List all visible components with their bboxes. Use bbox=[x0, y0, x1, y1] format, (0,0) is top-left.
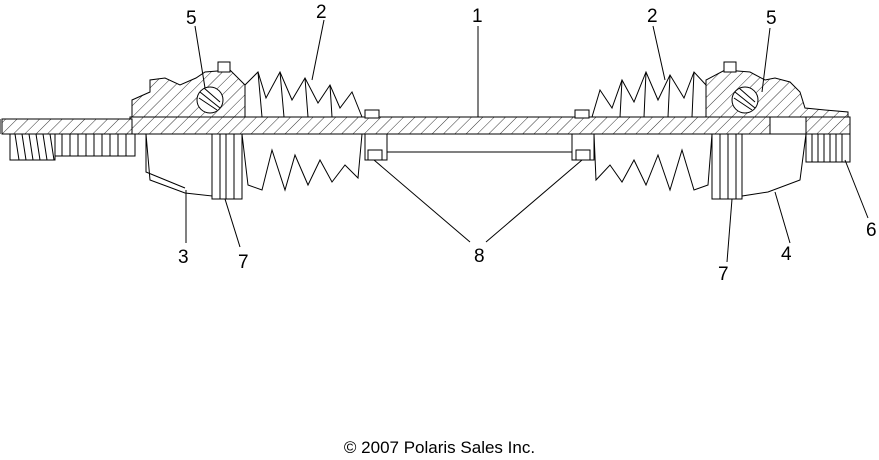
left-ring bbox=[211, 133, 243, 200]
left-boot bbox=[241, 70, 380, 192]
left-damper-weight bbox=[364, 133, 573, 161]
right-damper-weight bbox=[571, 109, 595, 161]
callout-shaft: 1 bbox=[472, 6, 483, 27]
callout-cv-housing-left: 3 bbox=[178, 247, 189, 268]
callout-boot-left: 2 bbox=[316, 2, 327, 23]
left-cv-housing bbox=[131, 61, 246, 197]
right-stub-shaft bbox=[805, 116, 851, 163]
right-cv-housing bbox=[705, 61, 849, 197]
left-stub-shaft bbox=[0, 118, 136, 161]
callout-cv-housing-right: 4 bbox=[781, 244, 792, 265]
callout-clamp-left: 5 bbox=[186, 8, 197, 29]
right-ring bbox=[711, 133, 743, 200]
callout-stub-right: 6 bbox=[866, 220, 877, 241]
copyright-notice: © 2007 Polaris Sales Inc. bbox=[343, 438, 536, 457]
right-boot bbox=[591, 70, 713, 192]
shaft bbox=[129, 116, 771, 135]
callout-damper-weights: 8 bbox=[474, 246, 485, 267]
callout-ring-right: 7 bbox=[718, 264, 729, 285]
callout-clamp-right: 5 bbox=[766, 8, 777, 29]
callout-ring-left: 7 bbox=[238, 252, 249, 273]
callout-boot-right: 2 bbox=[647, 6, 658, 27]
leader-lines bbox=[185, 19, 869, 263]
